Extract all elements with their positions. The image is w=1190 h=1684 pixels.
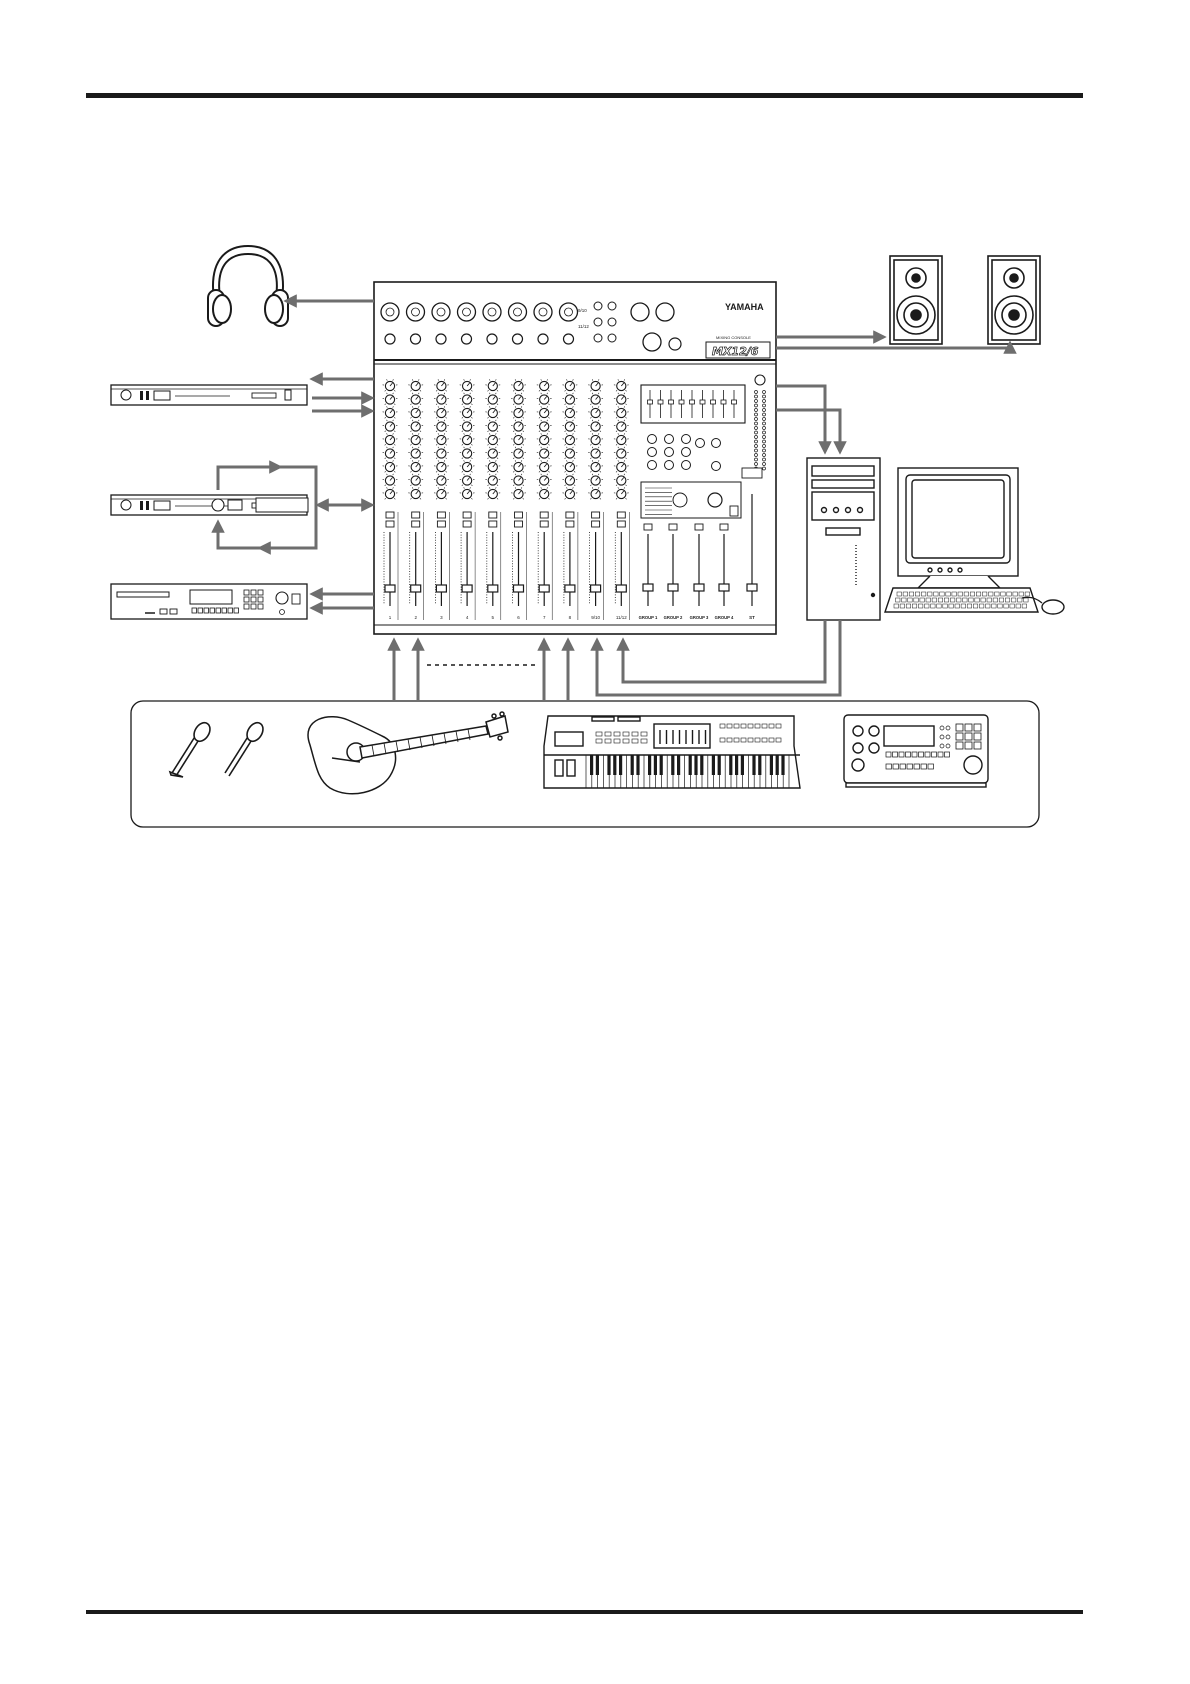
channel-fader [436, 585, 446, 592]
power-indicator [755, 375, 765, 385]
stereo-input-label: 11/12 [578, 324, 589, 329]
xlr-input-jack [407, 303, 425, 321]
xlr-input-jack [432, 303, 450, 321]
phone-input-jack [513, 334, 523, 344]
rack-effect-processor-icon [111, 385, 307, 405]
phone-input-jack [538, 334, 548, 344]
stereo-input-label: 9/10 [578, 308, 587, 313]
phone-input-jack [385, 334, 395, 344]
channel-button [463, 512, 471, 518]
group-fader [668, 584, 678, 591]
channel-fader [616, 585, 626, 592]
xlr-input-jack [560, 303, 578, 321]
group-fader [719, 584, 729, 591]
xlr-input-jack [381, 303, 399, 321]
sampler-icon [844, 715, 988, 787]
channel-button [566, 512, 574, 518]
phone-input-jack [462, 334, 472, 344]
synthesizer-icon [544, 716, 800, 788]
phone-input-jack [487, 334, 497, 344]
channel-button [412, 512, 420, 518]
svg-text:MX12/6: MX12/6 [712, 345, 759, 358]
phone-input-jack [436, 334, 446, 344]
mixer-subtitle-text: MIXING CONSOLE [716, 335, 751, 340]
group-label: GROUP 2 [664, 615, 683, 620]
channel-fader [462, 585, 472, 592]
channel-button [515, 512, 523, 518]
mixer-brand-text: YAMAHA [725, 302, 764, 312]
studio-monitor-icon [890, 256, 1040, 344]
headphones-icon [208, 246, 288, 326]
desktop-computer-icon [807, 458, 1064, 620]
channel-fader [565, 585, 575, 592]
xlr-input-jack [483, 303, 501, 321]
channel-fader [385, 585, 395, 592]
channel-button [437, 512, 445, 518]
channel-fader [488, 585, 498, 592]
xlr-input-jack [534, 303, 552, 321]
digital-effects-section [641, 482, 741, 518]
rack-recorder-icon [111, 584, 307, 619]
group-label: GROUP 4 [715, 615, 734, 620]
mixer-model-logo: MX12/6 [706, 342, 770, 358]
group-fader [643, 584, 653, 591]
rack-effect-processor-icon [111, 495, 308, 515]
phone-input-jack [411, 334, 421, 344]
channel-number-label: 11/12 [616, 615, 627, 620]
channel-button [592, 512, 600, 518]
group-label: GROUP 3 [690, 615, 709, 620]
xlr-input-jack [458, 303, 476, 321]
channel-fader [514, 585, 524, 592]
channel-button [489, 512, 497, 518]
channel-button [617, 512, 625, 518]
channel-button [386, 512, 394, 518]
group-fader [694, 584, 704, 591]
xlr-input-jack [509, 303, 527, 321]
channel-fader [539, 585, 549, 592]
stereo-master-fader [747, 584, 757, 591]
channel-fader [591, 585, 601, 592]
master-label: ST [749, 615, 755, 620]
phone-input-jack [564, 334, 574, 344]
channel-button [540, 512, 548, 518]
group-label: GROUP 1 [639, 615, 658, 620]
channel-fader [411, 585, 421, 592]
channel-number-label: 9/10 [591, 615, 600, 620]
